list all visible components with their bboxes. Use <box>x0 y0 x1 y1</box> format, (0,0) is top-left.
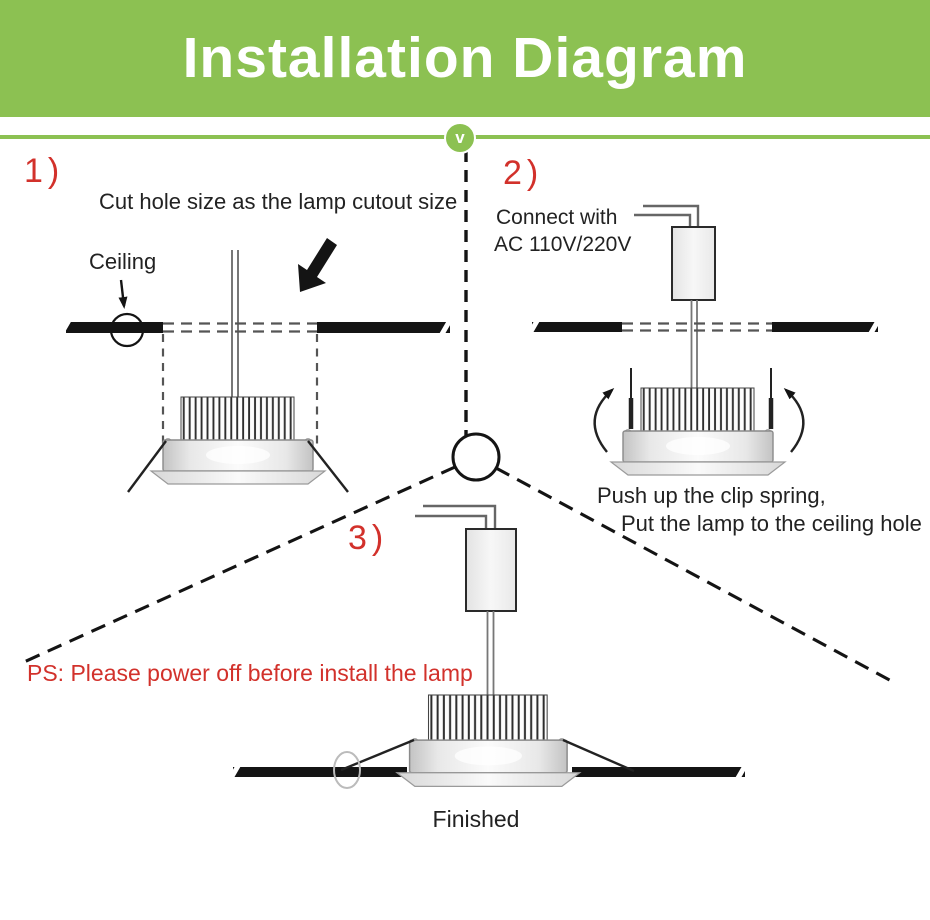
header-banner: Installation Diagram <box>0 0 930 117</box>
power-wire <box>634 213 692 227</box>
finished-caption: Finished <box>432 806 520 832</box>
chevron-badge: v <box>444 122 476 154</box>
step2-diagram <box>526 204 882 476</box>
step3-number: 3) <box>348 519 389 557</box>
cutout-dashed-lines <box>161 322 319 446</box>
step2-number: 2) <box>503 154 544 192</box>
page-title: Installation Diagram <box>182 26 748 90</box>
ceiling-label: Ceiling <box>89 249 157 274</box>
step1-diagram <box>57 238 453 493</box>
spring-clip <box>127 440 167 493</box>
ceiling-break-mark <box>526 317 541 337</box>
ceiling-break-mark <box>438 318 453 338</box>
ceiling-break-mark <box>867 317 882 337</box>
cutout-dashed-lines <box>622 322 772 332</box>
hub-circle <box>451 432 501 482</box>
rotate-up-arrow-icon <box>783 387 805 453</box>
cut-direction-arrow-icon <box>298 238 337 292</box>
ceiling-bar-right <box>317 322 450 333</box>
power-wire <box>415 514 488 529</box>
ceiling-break-mark <box>57 318 72 338</box>
spring-clips-up <box>628 368 774 429</box>
hole-marker-circle <box>333 751 361 789</box>
step2-caption-line1: Connect with <box>496 206 618 229</box>
step2-note-line1: Push up the clip spring, <box>597 483 826 508</box>
driver-box-icon <box>671 226 716 301</box>
step2-caption-line2: AC 110V/220V <box>494 233 632 256</box>
ceiling-bar-left <box>233 767 407 777</box>
spring-clip <box>307 440 349 493</box>
power-wire <box>423 504 497 529</box>
downlight-lamp-icon <box>150 396 326 485</box>
ceiling-callout-circle <box>109 312 145 348</box>
ceiling-bar-right <box>572 767 745 777</box>
ceiling-bar-left <box>532 322 622 332</box>
driver-box-icon <box>465 528 517 612</box>
step1-caption: Cut hole size as the lamp cutout size <box>99 189 458 214</box>
chevron-badge-letter: v <box>455 128 465 147</box>
ceiling-bar-right <box>772 322 878 332</box>
downlight-lamp-icon <box>610 387 786 476</box>
section-divider-dashes <box>23 150 896 685</box>
power-off-warning: PS: Please power off before install the … <box>27 660 473 686</box>
ceiling-bar-left <box>66 322 163 333</box>
ceiling-break-mark <box>227 762 242 782</box>
step2-note-line2: Put the lamp to the ceiling hole <box>621 511 922 536</box>
ceiling-callout-arrow <box>118 279 128 309</box>
spring-clip <box>340 738 415 772</box>
ceiling-break-mark <box>734 762 749 782</box>
step1-number: 1) <box>24 152 65 190</box>
downlight-lamp-icon <box>396 694 581 788</box>
spring-clip <box>562 738 635 773</box>
power-wire <box>643 204 700 227</box>
step3-diagram <box>227 504 749 789</box>
rotate-up-arrow-icon <box>593 387 615 453</box>
